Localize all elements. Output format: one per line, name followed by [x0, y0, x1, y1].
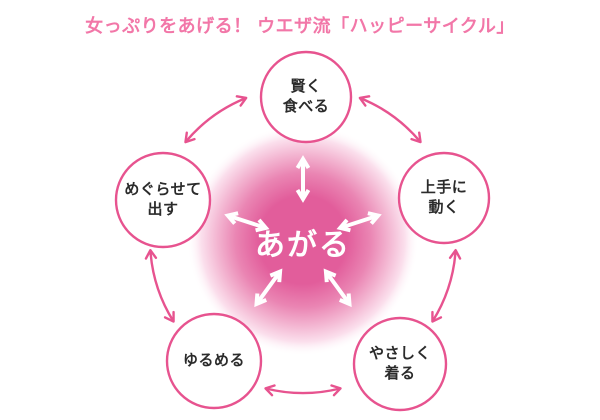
node-circle-circulate-release — [114, 151, 212, 249]
node-circles — [114, 50, 491, 412]
node-label-eat-wisely: 賢く 食べる — [282, 77, 330, 115]
node-label-move-skillfully: 上手に 動く — [420, 178, 468, 216]
center-arrow-right — [336, 211, 382, 233]
center-arrow-left — [224, 211, 270, 233]
center-arrow-lower-left — [254, 268, 283, 308]
center-glow — [187, 124, 419, 356]
node-circle-move-skillfully — [397, 151, 491, 245]
node-label-wear-gently: やさしく 着る — [368, 344, 432, 382]
cycle-arrows — [144, 95, 462, 397]
cycle-arrow-left — [144, 249, 175, 323]
node-label-circulate-release: めぐらせて 出す — [124, 180, 202, 218]
center-arrow-lower-right — [323, 268, 352, 308]
node-circle-loosen-up — [165, 312, 263, 410]
cycle-arrow-right — [431, 249, 462, 323]
node-label-loosen-up: ゆるめる — [182, 351, 246, 369]
cycle-arrow-top-right — [358, 95, 422, 144]
cycle-arrow-top-left — [184, 95, 248, 144]
diagram-title: 女っぷりをあげる！ ウエザ流「ハッピーサイクル」 — [85, 16, 515, 36]
cycle-arrow-bottom — [264, 384, 342, 397]
center-arrows — [224, 155, 382, 308]
center-label: あがる — [255, 229, 351, 262]
node-circle-wear-gently — [352, 316, 448, 412]
node-circle-eat-wisely — [259, 50, 353, 144]
